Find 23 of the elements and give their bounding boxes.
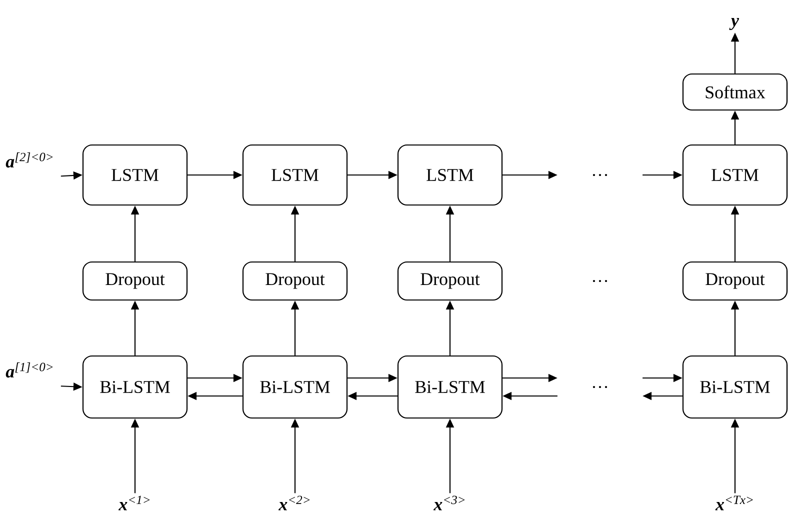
layer-box: Dropout [242,261,348,301]
layer-box: Bi-LSTM [397,355,503,419]
ellipsis: … [592,280,608,282]
input-label: x$^{<3>}$ [433,496,465,510]
layer-box: LSTM [82,144,188,206]
input-label: x$^{<2>}$ [278,496,310,510]
layer-box: Dropout [82,261,188,301]
layer-box: LSTM [397,144,503,206]
input-label: x$^{<Tx>}$ [715,496,753,510]
layer-box: Dropout [397,261,503,301]
layer-box: Softmax [682,73,788,111]
ellipsis: … [592,174,608,176]
output-label: y [729,18,740,30]
ellipsis: … [592,386,608,388]
layer-box: Bi-LSTM [682,355,788,419]
layer-box: LSTM [682,144,788,206]
input-label: x$^{<1>}$ [118,496,150,510]
layer-box: Bi-LSTM [82,355,188,419]
initial-state-label: a$^{[2]<0>}$ [6,152,53,168]
initial-state-label: a$^{[1]<0>}$ [6,362,53,378]
layer-box: Bi-LSTM [242,355,348,419]
layer-box: LSTM [242,144,348,206]
layer-box: Dropout [682,261,788,301]
